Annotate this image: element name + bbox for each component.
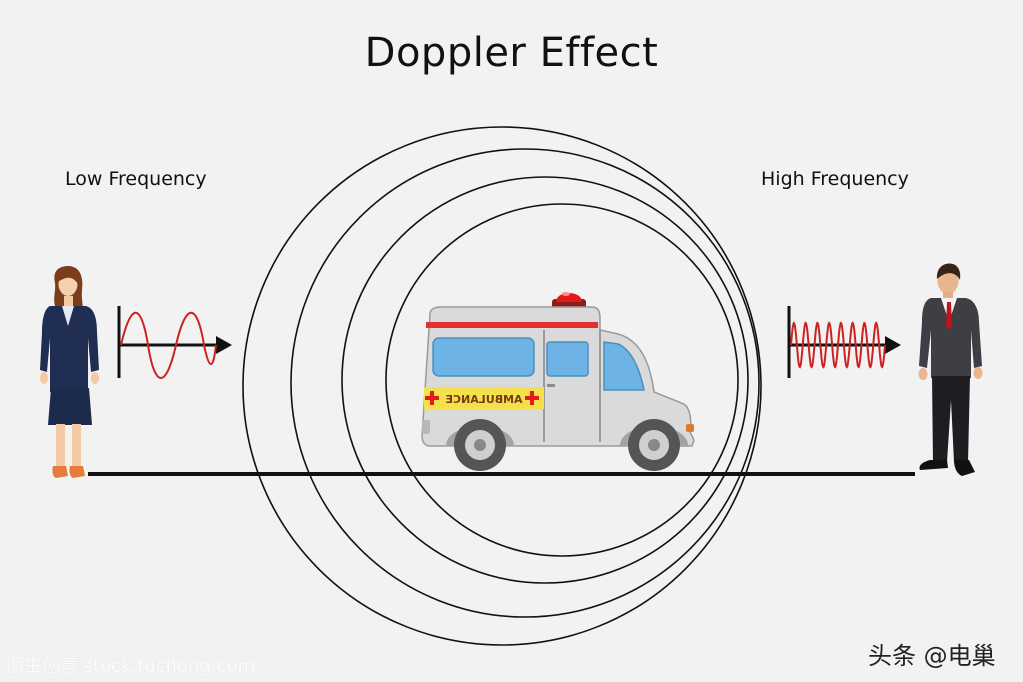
wavefront-3 [341, 176, 749, 584]
ambulance-sign-text: AMBULANCE [445, 393, 522, 406]
wavefront-circles [242, 126, 762, 646]
sine-wave-high [790, 321, 886, 369]
watermark: 图虫创意 stock.tuchong.com [6, 656, 255, 677]
credit-text: 头条 @电巢 [868, 642, 996, 670]
high-frequency-label: High Frequency [761, 168, 909, 190]
low-frequency-wave [117, 306, 232, 379]
page-title: Doppler Effect [364, 30, 659, 76]
wavefront-4 [385, 203, 739, 557]
arrow-head-icon [885, 336, 901, 354]
high-frequency-wave [787, 306, 901, 378]
woman-observer-icon [40, 266, 99, 478]
wavefront-2 [290, 148, 760, 618]
wavefront-1 [242, 126, 762, 646]
low-frequency-label: Low Frequency [65, 168, 207, 190]
arrow-head-icon [216, 336, 232, 354]
sine-wave-low [120, 311, 217, 379]
ambulance-icon: AMBULANCE [421, 292, 695, 471]
man-observer-icon [918, 263, 983, 476]
